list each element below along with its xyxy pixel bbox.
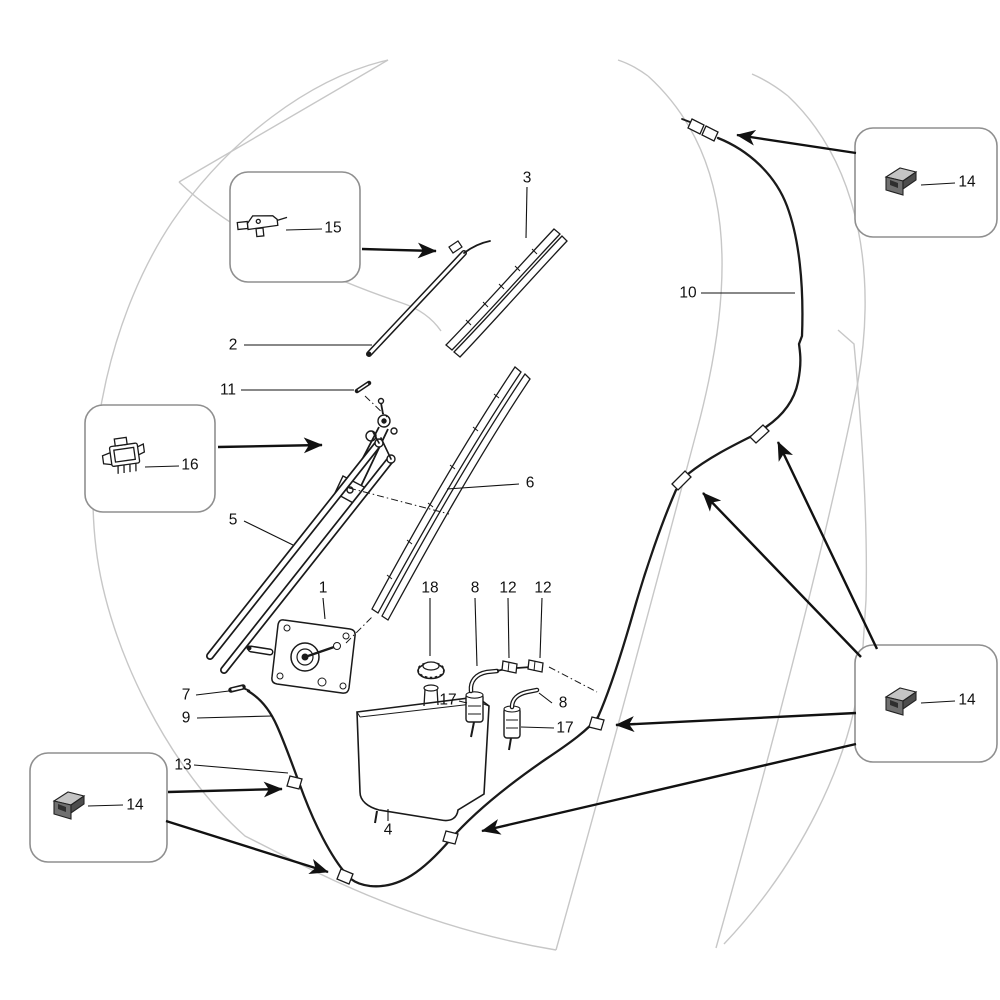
callout-box-15 (229, 171, 361, 283)
callout-box-16 (84, 404, 216, 513)
arrow-to-connector-b (776, 441, 879, 650)
callout-boxes (29, 127, 998, 863)
reservoir-cap-18 (417, 661, 445, 680)
wiper-arm-5 (206, 431, 396, 674)
arrow-to-relay-location (217, 437, 323, 454)
arrow-to-nozzle-location (361, 242, 437, 259)
leader-lines (87, 182, 956, 821)
hose-clip-13 (286, 775, 303, 790)
washer-hose-10-mid (686, 434, 754, 476)
hose-elbow-8a (468, 668, 500, 694)
hose-clip-right (588, 716, 605, 731)
arrow-to-bottom-clip (481, 742, 857, 835)
hose-clips-and-connectors (286, 118, 770, 885)
wiper-arm-2 (366, 240, 491, 357)
pointer-arrows (165, 129, 879, 875)
wiper-blade-6 (371, 366, 531, 621)
wiper-blade-3 (445, 228, 568, 358)
hose-top-connector-1 (701, 125, 719, 142)
washer-hose-10-upper (716, 136, 804, 429)
washer-hose-10-lower (596, 488, 678, 719)
hose-connector-a (671, 470, 692, 491)
hose-end-stub (681, 118, 691, 123)
hose-elbow-8b (509, 687, 540, 710)
washer-pump-17b (503, 705, 521, 751)
arm-nozzle-bracket (448, 240, 463, 254)
part-11-pin (354, 380, 372, 394)
connector-12a (501, 660, 518, 674)
hose-connector-b (749, 424, 770, 444)
hose-top-connector-2 (687, 118, 705, 135)
washer-pump-17a (465, 691, 484, 738)
hose-clip-bottom (442, 830, 459, 845)
washer-relay-icon (101, 436, 146, 474)
washer-hose-9 (246, 689, 349, 877)
callout-box-14-top-right (854, 127, 998, 238)
arrow-to-clip-13-area (167, 781, 283, 798)
washer-reservoir-4 (356, 684, 490, 824)
arrow-to-elbow-fitting (165, 819, 329, 875)
inline-connectors-12 (496, 659, 544, 674)
arrow-to-right-clip (615, 711, 857, 732)
hose-elbow-fitting (336, 868, 354, 885)
arrow-to-connector-a (702, 492, 862, 658)
washer-nozzle-icon (236, 215, 288, 238)
hose-fitting-7 (228, 684, 251, 693)
connector-12b (527, 659, 544, 673)
callout-box-14-bottom-left (29, 752, 168, 863)
wiper-motor-assembly-1 (246, 619, 356, 694)
assembly-dash-lines (345, 395, 598, 693)
arrow-to-top-connector (736, 129, 857, 155)
callout-box-14-mid-right (854, 644, 998, 763)
